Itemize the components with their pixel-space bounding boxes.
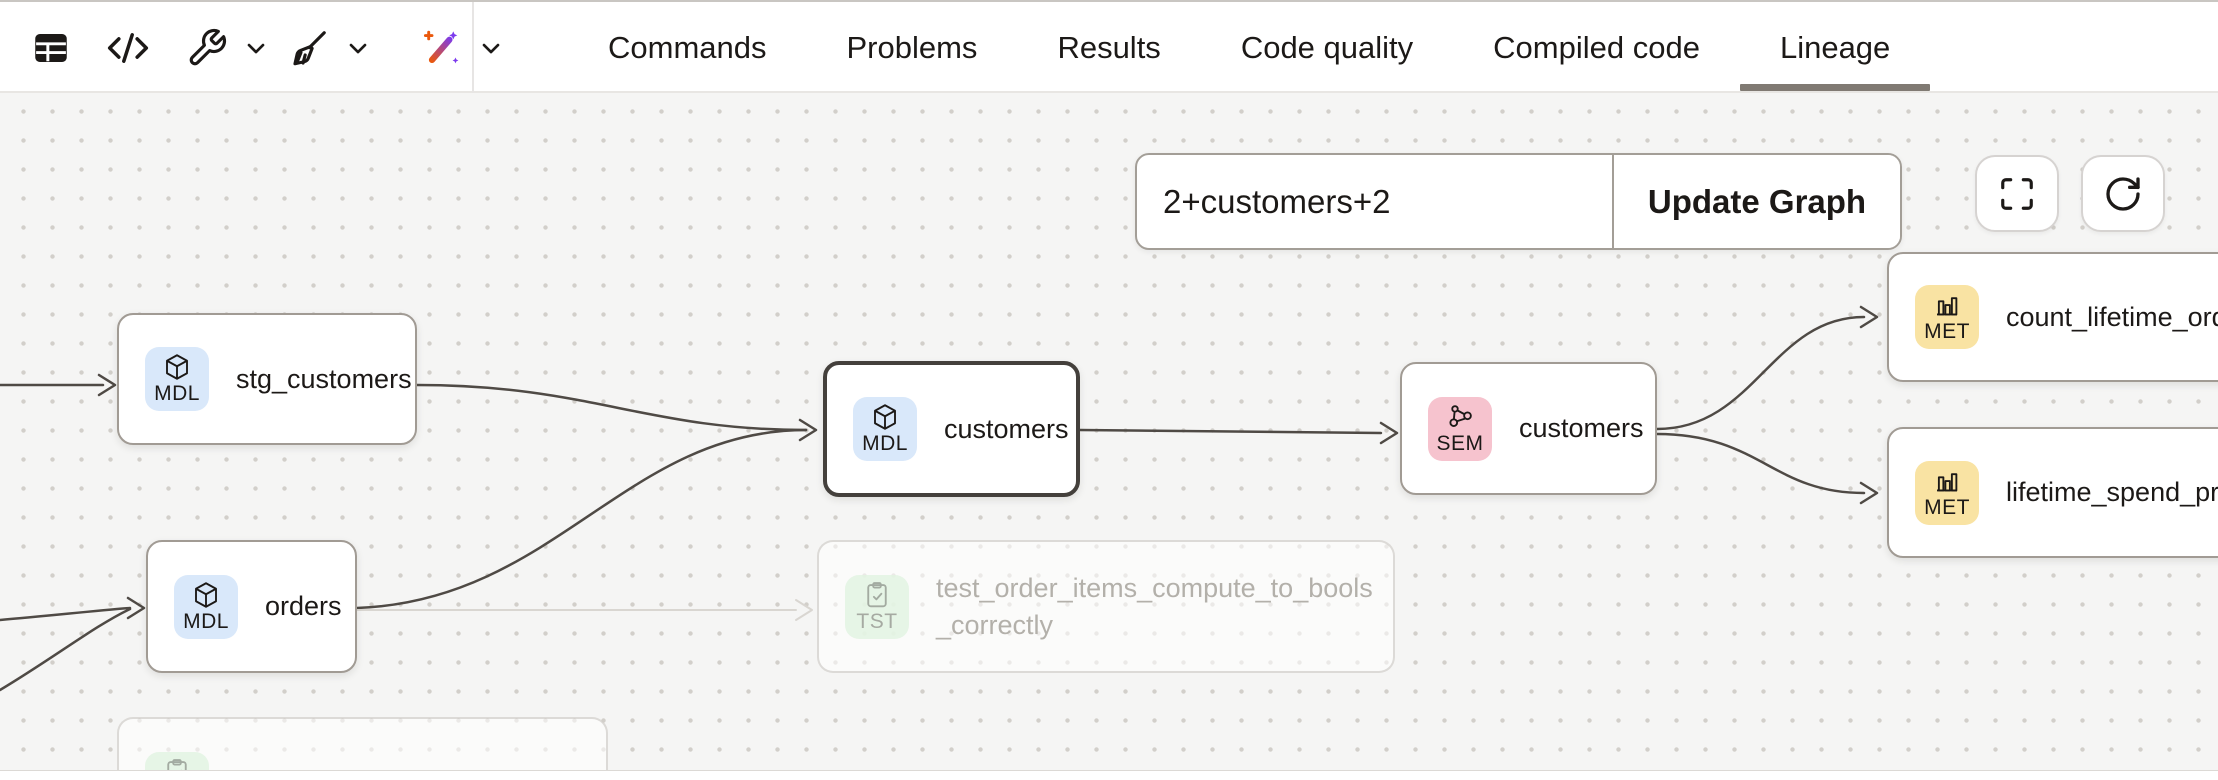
metric-icon bbox=[1937, 472, 1958, 491]
semantic-type-badge: SEM bbox=[1428, 396, 1492, 461]
test-node-label: test_order_items_compute_to_bools_correc… bbox=[936, 573, 1373, 640]
lineage-canvas[interactable]: MDL stg_customers MDL orders MDL custome… bbox=[0, 93, 2218, 770]
metric-icon bbox=[1937, 297, 1958, 316]
fit-view-button[interactable] bbox=[1975, 155, 2059, 232]
node-test-order-items[interactable]: TST test_order_items_compute_to_bools_co… bbox=[817, 540, 1395, 673]
edge-arrowhead bbox=[795, 599, 813, 621]
node-partial-bottom[interactable]: TST bbox=[117, 717, 608, 770]
edge-arrowhead bbox=[798, 418, 818, 442]
edge-arrowhead bbox=[1379, 421, 1399, 445]
tab-results[interactable]: Results bbox=[1057, 29, 1161, 65]
tab-problems[interactable]: Problems bbox=[846, 29, 978, 65]
model-selector-input[interactable]: 2+customers+2 bbox=[1137, 155, 1614, 248]
node-lifetime-spend[interactable]: MET lifetime_spend_preta bbox=[1887, 427, 2218, 558]
edge bbox=[355, 428, 808, 610]
edge-arrowhead bbox=[1859, 481, 1879, 505]
model-type-badge: MDL bbox=[853, 397, 917, 461]
edge bbox=[1655, 315, 1866, 431]
cube-icon bbox=[166, 354, 188, 380]
test-icon bbox=[167, 759, 187, 770]
code-icon bbox=[107, 32, 149, 63]
edge bbox=[1655, 432, 1866, 495]
metric-type-badge: MET bbox=[1915, 460, 1979, 525]
graph-selector-group: 2+customers+2 Update Graph bbox=[1135, 153, 1902, 250]
active-tab-underline bbox=[1739, 84, 1931, 91]
tab-commands[interactable]: Commands bbox=[608, 29, 767, 65]
chevron-down-icon bbox=[482, 43, 500, 53]
ai-assist-button[interactable] bbox=[421, 2, 505, 93]
fullscreen-icon bbox=[2001, 177, 2033, 210]
bottom-strip bbox=[0, 770, 2218, 780]
magic-wand-icon bbox=[423, 30, 459, 63]
refresh-button[interactable] bbox=[2081, 155, 2165, 232]
model-type-badge: MDL bbox=[174, 574, 238, 639]
table-view-button[interactable] bbox=[30, 2, 72, 93]
clean-tools-button[interactable] bbox=[288, 2, 372, 93]
semantic-model-icon bbox=[1449, 404, 1472, 427]
lineage-edges bbox=[0, 305, 1879, 692]
node-orders[interactable]: MDL orders bbox=[146, 540, 357, 673]
edge bbox=[0, 606, 132, 622]
refresh-icon bbox=[2106, 176, 2140, 211]
edge bbox=[415, 383, 808, 432]
test-icon bbox=[867, 581, 887, 607]
metric-type-badge: MET bbox=[1915, 285, 1979, 349]
edge bbox=[0, 607, 132, 692]
selector-value: 2+customers+2 bbox=[1163, 182, 1391, 220]
cube-icon bbox=[874, 404, 896, 430]
edge-arrowhead bbox=[126, 596, 146, 620]
node-customers-model[interactable]: MDL customers bbox=[823, 361, 1080, 497]
wrench-icon bbox=[189, 28, 227, 65]
chevron-down-icon bbox=[247, 43, 265, 53]
chevron-down-icon bbox=[349, 43, 367, 53]
table-icon bbox=[35, 33, 67, 62]
edge-arrowhead bbox=[1859, 305, 1879, 329]
build-tools-button[interactable] bbox=[186, 2, 270, 93]
tab-compiled-code[interactable]: Compiled code bbox=[1493, 29, 1700, 65]
cube-icon bbox=[195, 581, 217, 608]
toolbar-divider bbox=[472, 2, 474, 93]
edge bbox=[1078, 428, 1383, 435]
node-count-lifetime-orders[interactable]: MET count_lifetime_order bbox=[1887, 252, 2218, 382]
update-graph-button[interactable]: Update Graph bbox=[1614, 155, 1900, 248]
edge-arrowhead bbox=[97, 373, 117, 397]
code-button[interactable] bbox=[106, 2, 150, 93]
broom-icon bbox=[293, 30, 326, 65]
node-stg-customers[interactable]: MDL stg_customers bbox=[117, 313, 417, 445]
node-customers-semantic[interactable]: SEM customers bbox=[1400, 362, 1657, 495]
test-type-badge: TST bbox=[845, 574, 909, 639]
top-bar: Commands Problems Results Code quality C… bbox=[0, 0, 2218, 93]
test-type-badge: TST bbox=[145, 752, 209, 770]
model-type-badge: MDL bbox=[145, 347, 209, 411]
tab-lineage[interactable]: Lineage bbox=[1739, 2, 1931, 93]
tab-code-quality[interactable]: Code quality bbox=[1240, 29, 1414, 65]
panel-tabs: Commands Problems Results Code quality C… bbox=[608, 2, 1931, 93]
